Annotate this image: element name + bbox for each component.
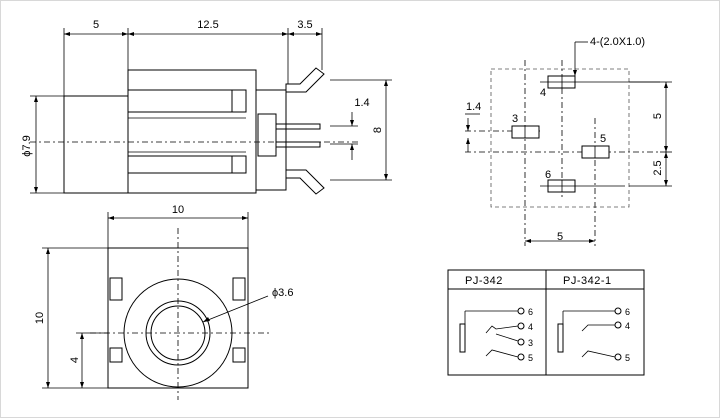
- pj342-1-pin-6: 6: [625, 307, 630, 317]
- schematic-pj342-1: 6 4 5: [557, 307, 630, 363]
- side-view-pin-block: [257, 113, 277, 157]
- side-view-body: [127, 69, 257, 194]
- side-dim-diameter: ϕ7.9: [21, 135, 33, 156]
- footprint-dim-left: 1.4: [466, 101, 481, 113]
- pj342-1-pin-4: 4: [625, 321, 630, 331]
- pad-label-3: 3: [512, 113, 518, 125]
- pj342-pin-5: 5: [528, 353, 533, 363]
- pad-spec: 4-(2.0X1.0): [590, 36, 645, 48]
- footprint-outline: [490, 68, 630, 208]
- front-dim-left: 10: [34, 312, 46, 324]
- side-view-rear: [255, 89, 287, 191]
- schematic-title-pj342-1: PJ-342-1: [563, 275, 612, 287]
- side-dim-top-3: 3.5: [297, 19, 312, 31]
- side-dim-top-1: 5: [93, 19, 99, 31]
- side-view-contact-lower: [127, 155, 247, 174]
- front-view: 10 10 4 ϕ3.6: [34, 204, 293, 400]
- side-dim-pin: 1.4: [354, 97, 369, 109]
- front-dim-top: 10: [172, 204, 184, 216]
- footprint-dim-bottom: 5: [557, 231, 563, 243]
- side-view-terminal-lower: [285, 169, 325, 195]
- pad-label-5: 5: [600, 133, 606, 145]
- pj342-pin-4: 4: [528, 322, 533, 332]
- pj342-pin-6: 6: [528, 307, 533, 317]
- schematic-table: PJ-342 PJ-342-1 6 4 3 5: [447, 269, 645, 376]
- side-view-pin-upper: [275, 123, 321, 130]
- front-dim-hole: ϕ3.6: [272, 287, 293, 299]
- schematic-pj342: 6 4 3 5: [459, 307, 533, 363]
- front-dim-left-small: 4: [69, 357, 81, 363]
- side-dim-height: 8: [372, 127, 384, 133]
- side-view-terminal-upper: [285, 67, 325, 93]
- pad-label-4: 4: [540, 87, 546, 99]
- pad-label-6: 6: [545, 169, 551, 181]
- pj342-1-pin-5: 5: [625, 353, 630, 363]
- pcb-footprint: 4 3 5 6 4-(2.0X1.0) 1.4 5 2.5 5: [465, 36, 672, 246]
- pad-5: [581, 145, 610, 159]
- pj342-pin-3: 3: [528, 338, 533, 348]
- side-view: 5 12.5 3.5 ϕ7.9 1.4 8: [21, 19, 392, 195]
- footprint-dim-right-top: 5: [652, 113, 664, 119]
- side-dim-top-2: 12.5: [197, 19, 218, 31]
- pad-3: [511, 125, 540, 139]
- schematic-title-pj342: PJ-342: [465, 275, 503, 287]
- side-view-contact-upper: [127, 89, 247, 113]
- side-view-front-cap: [63, 95, 129, 194]
- footprint-dim-right-bottom: 2.5: [652, 160, 664, 175]
- side-view-pin-lower: [275, 141, 321, 148]
